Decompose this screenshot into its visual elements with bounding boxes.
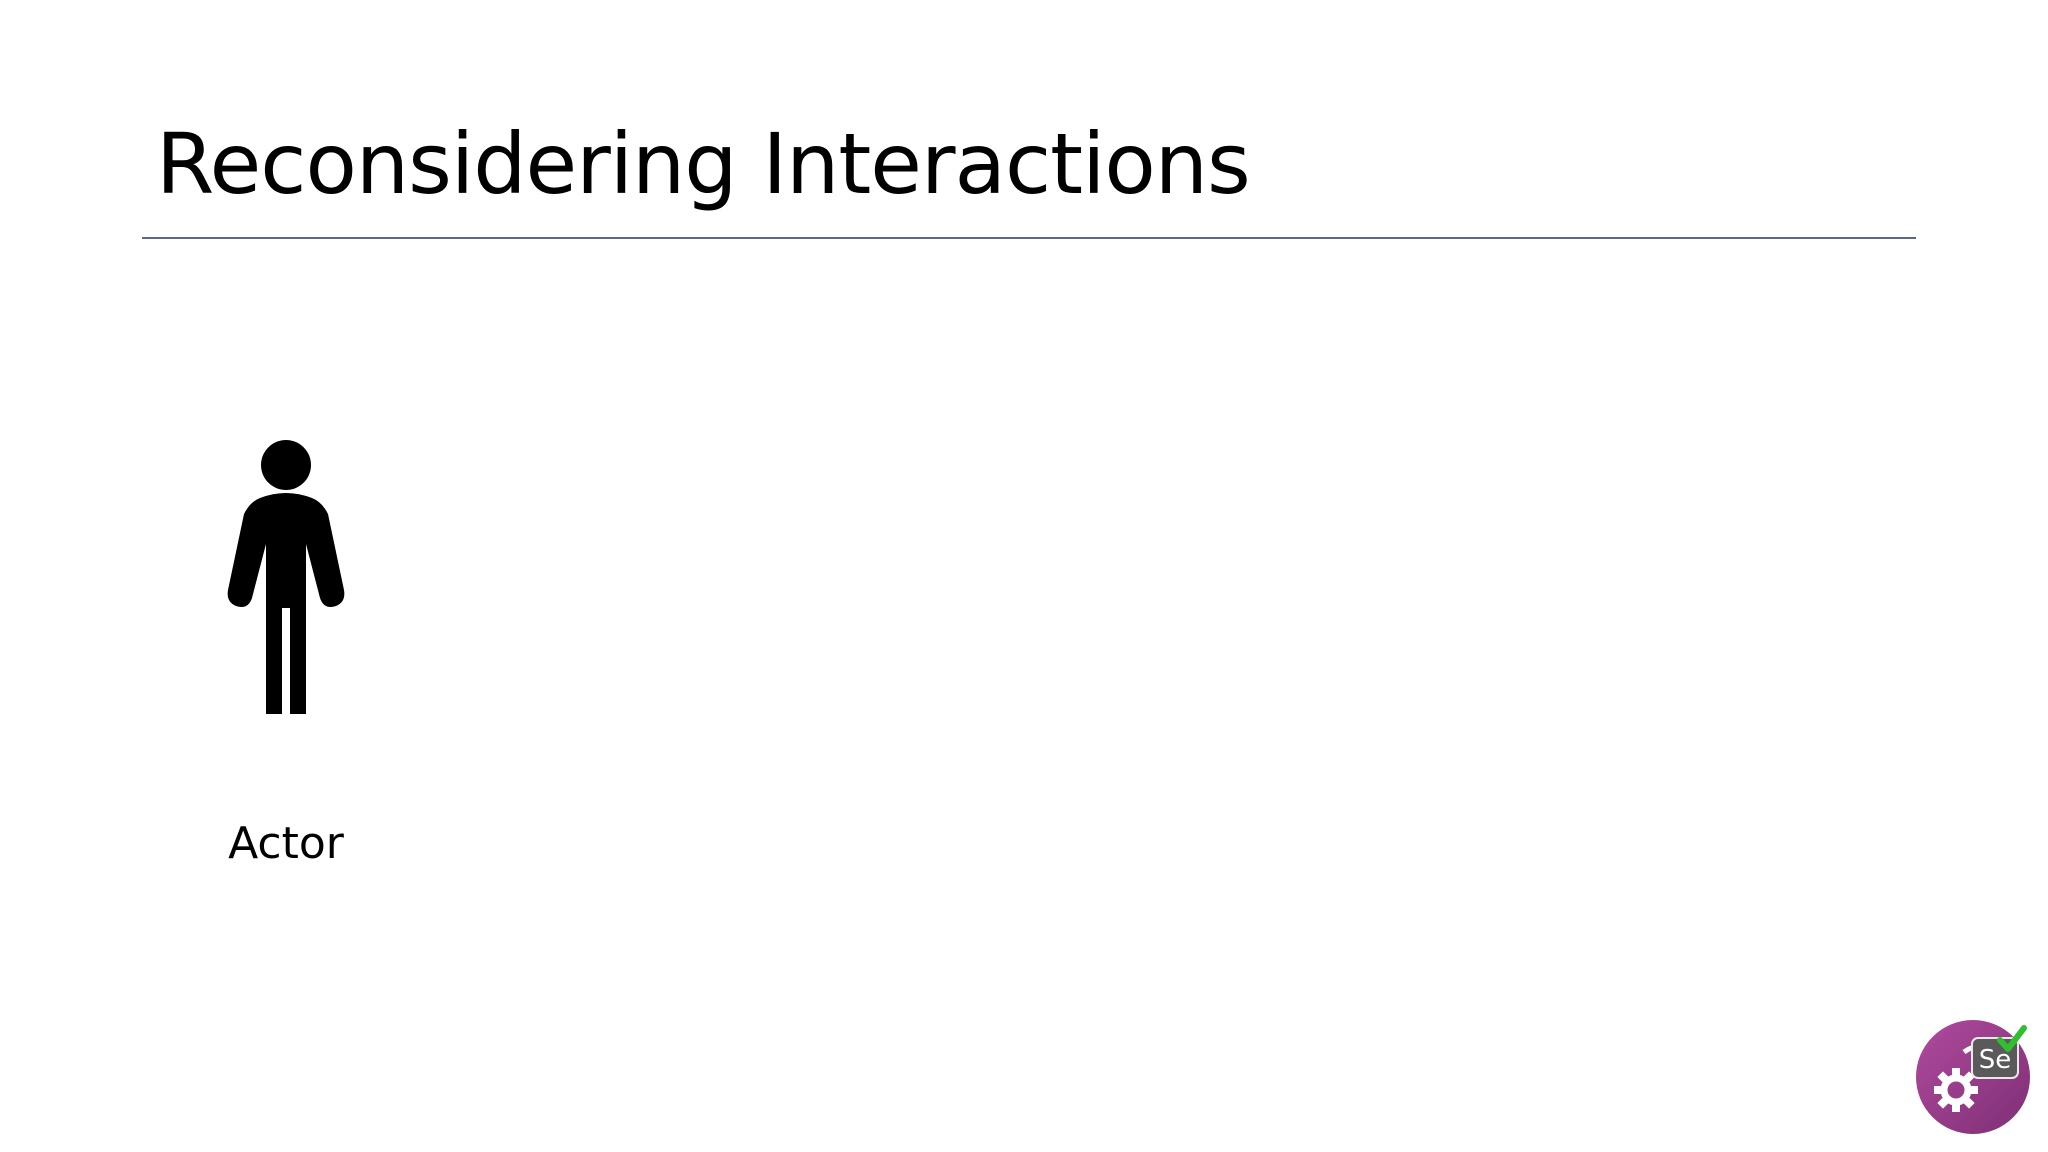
actor-figure: [214, 440, 362, 720]
person-icon: [227, 440, 345, 714]
title-divider: [142, 237, 1916, 239]
slide-title: Reconsidering Interactions: [156, 115, 1251, 213]
selenium-gear-badge-icon[interactable]: Se: [1914, 1018, 2032, 1136]
actor-label: Actor: [228, 818, 344, 869]
gear-icon: [1940, 1074, 1972, 1106]
selenium-badge[interactable]: Se: [1914, 1018, 2032, 1136]
